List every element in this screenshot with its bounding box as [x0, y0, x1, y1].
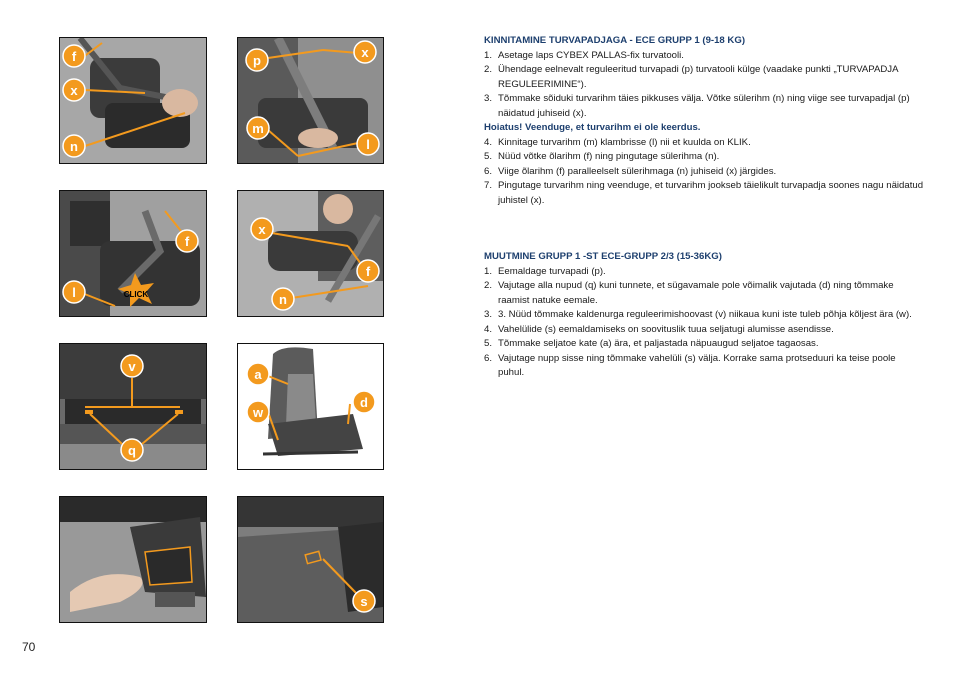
svg-text:f: f: [185, 234, 190, 249]
list-item: 1.Asetage laps CYBEX PALLAS-fix turvatoo…: [484, 49, 684, 61]
svg-text:x: x: [258, 222, 266, 237]
list-item: 2.Vajutage alla nupud (q) kuni tunnete, …: [484, 280, 894, 306]
figure-8-connector-removal: s: [237, 496, 384, 623]
svg-text:m: m: [252, 121, 264, 136]
steps-list-group1-b: 4.Kinnitage turvarihm (m) klambrisse (l)…: [484, 136, 924, 209]
label-l-badge: l: [62, 280, 86, 304]
label-n-badge: n: [62, 134, 86, 158]
list-item: 6.Vajutage nupp sisse ning tõmmake vahel…: [484, 352, 896, 379]
section-heading-group1: KINNITAMINE TURVAPADJAGA - ECE GRUPP 1 (…: [484, 35, 746, 46]
list-item: 5.Tõmmake seljatoe kate (a) ära, et palj…: [484, 338, 819, 349]
list-item: 4.Kinnitage turvarihm (m) klambrisse (l)…: [484, 136, 751, 148]
figure-4-child-in-seat: x f n: [237, 190, 384, 317]
svg-text:n: n: [279, 292, 287, 307]
list-item: 1.Eemaldage turvapadi (p).: [484, 265, 606, 277]
label-x-badge: x: [353, 40, 377, 64]
label-m-badge: m: [246, 116, 270, 140]
svg-text:x: x: [70, 83, 78, 98]
click-label: CLICK: [124, 290, 149, 299]
list-item: 2.Ühendage eelnevalt reguleeritud turvap…: [484, 64, 898, 90]
svg-text:f: f: [366, 264, 371, 279]
label-f-badge: f: [175, 229, 199, 253]
svg-text:x: x: [361, 45, 369, 60]
label-f-badge: f: [62, 44, 86, 68]
page-number: 70: [22, 640, 36, 654]
steps-list-group1-a: 1.Asetage laps CYBEX PALLAS-fix turvatoo…: [484, 49, 924, 122]
svg-text:d: d: [360, 395, 368, 410]
svg-text:w: w: [252, 405, 264, 420]
list-item: 7.Pingutage turvarihm ning veenduge, et …: [484, 180, 924, 206]
list-item: 5.Nüüd võtke õlarihm (f) ning pingutage …: [484, 151, 720, 162]
label-a-badge: a: [246, 362, 270, 386]
list-item: 3.Tõmmake sõiduki turvarihm täies pikkus…: [484, 93, 910, 119]
figure-1-belt-routing: f x n: [59, 37, 207, 164]
svg-text:a: a: [254, 367, 262, 382]
steps-list-group2: 1.Eemaldage turvapadi (p). 2.Vajutage al…: [484, 265, 924, 381]
label-l-badge: l: [356, 132, 380, 156]
svg-text:l: l: [72, 285, 76, 300]
label-v-badge: v: [120, 354, 144, 378]
svg-text:f: f: [72, 49, 77, 64]
figure-7-backrest-cover: [59, 496, 207, 623]
label-f-badge: f: [356, 259, 380, 283]
svg-text:q: q: [128, 443, 136, 458]
list-item: 6.Viige õlarihm (f) paralleelselt süleri…: [484, 165, 777, 177]
label-p-badge: p: [245, 48, 269, 72]
figure-2-belt-clip: p x m l: [237, 37, 384, 164]
label-n-badge: n: [271, 287, 295, 311]
figure-3-click-buckle: CLICK f l: [59, 190, 207, 317]
svg-text:s: s: [360, 594, 367, 609]
svg-text:p: p: [253, 53, 261, 68]
svg-text:l: l: [366, 137, 370, 152]
list-item: 4.Vahelülide (s) eemaldamiseks on soovit…: [484, 323, 834, 335]
warning-text: Hoiatus! Veenduge, et turvarihm ei ole k…: [484, 122, 701, 133]
label-s-badge: s: [352, 589, 376, 613]
label-x-badge: x: [62, 78, 86, 102]
label-d-badge: d: [352, 390, 376, 414]
svg-text:v: v: [128, 359, 136, 374]
instructions-column: KINNITAMINE TURVAPADJAGA - ECE GRUPP 1 (…: [484, 34, 924, 381]
svg-text:n: n: [70, 139, 78, 154]
list-item: 3.3. Nüüd tõmmake kaldenurga reguleerimi…: [484, 309, 912, 320]
figure-6-seat-backrest: a w d: [237, 343, 384, 470]
label-w-badge: w: [246, 400, 270, 424]
section-heading-group2: MUUTMINE GRUPP 1 -ST ECE-GRUPP 2/3 (15-3…: [484, 251, 722, 262]
figure-5-release-buttons: v q: [59, 343, 207, 470]
label-x-badge: x: [250, 217, 274, 241]
label-q-badge: q: [120, 438, 144, 462]
